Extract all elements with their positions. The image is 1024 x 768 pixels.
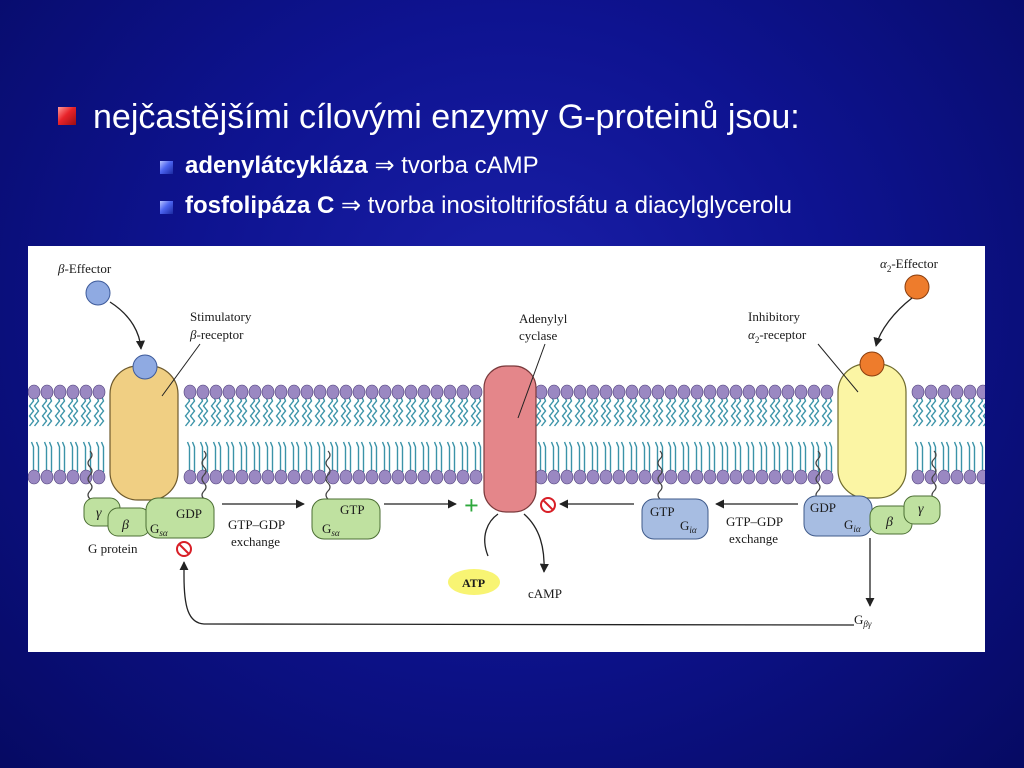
svg-text:GTP–GDP: GTP–GDP	[228, 517, 285, 532]
svg-text:Giα: Giα	[680, 518, 697, 535]
plus-icon: +	[464, 491, 479, 520]
implies-arrow: ⇒	[341, 192, 362, 219]
stim-label-1: Stimulatory	[190, 309, 252, 324]
svg-text:exchange: exchange	[231, 534, 280, 549]
inhibit-icon	[176, 541, 192, 557]
beta-effector-free	[85, 280, 111, 306]
g-protein-right	[803, 495, 941, 537]
inh-label-1: Inhibitory	[748, 309, 800, 324]
svg-text:β: β	[885, 515, 893, 530]
sub-bullet-1-bold: adenylátcykláza	[185, 152, 368, 179]
svg-text:β-receptor: β-receptor	[189, 327, 244, 342]
svg-text:GTP: GTP	[650, 504, 675, 519]
signaling-diagram: + β-Effector Stimulatory β-receptor Aden…	[27, 246, 990, 652]
svg-text:Gsα: Gsα	[150, 521, 168, 538]
svg-text:GTP: GTP	[340, 502, 365, 517]
svg-text:β: β	[121, 518, 129, 533]
gi-alpha-gtp	[641, 498, 709, 540]
adenylyl-label-2: cyclase	[519, 328, 557, 343]
implies-arrow: ⇒	[374, 152, 395, 179]
svg-text:GDP: GDP	[176, 506, 202, 521]
square-bullet-blue-icon	[160, 161, 173, 174]
svg-text:GTP–GDP: GTP–GDP	[726, 514, 783, 529]
alpha2-effector-bound	[859, 351, 885, 377]
stimulatory-beta-receptor	[109, 365, 179, 501]
sub-bullet-2-bold: fosfolipáza C	[185, 192, 335, 219]
svg-text:γ: γ	[96, 506, 102, 521]
gs-alpha-gtp	[311, 498, 381, 540]
beta-effector-bound	[132, 354, 158, 380]
square-bullet-blue-icon	[160, 201, 173, 214]
svg-text:Giα: Giα	[844, 517, 861, 534]
sub-bullet-2-rest: tvorba inositoltrifosfátu a diacylglycer…	[367, 192, 793, 219]
atp-label: ATP	[462, 576, 485, 590]
camp-label: cAMP	[528, 586, 562, 601]
adenylyl-cyclase	[483, 365, 537, 513]
g-protein-label: G protein	[88, 541, 138, 556]
square-bullet-red-icon	[58, 107, 76, 125]
svg-text:Gsα: Gsα	[322, 521, 340, 538]
svg-text:α2-Effector: α2-Effector	[880, 256, 939, 274]
g-protein-left	[83, 497, 215, 539]
inhibitory-alpha2-receptor	[837, 363, 907, 499]
svg-text:Gβγ: Gβγ	[854, 612, 872, 629]
svg-text:β-Effector: β-Effector	[57, 261, 112, 276]
adenylyl-label-1: Adenylyl	[519, 311, 568, 326]
svg-text:γ: γ	[918, 502, 924, 517]
svg-text:α2-receptor: α2-receptor	[748, 327, 807, 345]
svg-text:GDP: GDP	[810, 500, 836, 515]
alpha2-effector-free	[904, 274, 930, 300]
sub-bullet-1-rest: tvorba cAMP	[401, 152, 539, 179]
inhibit-icon	[540, 497, 556, 513]
main-bullet-text: nejčastějšími cílovými enzymy G-proteinů…	[93, 98, 800, 136]
lipid-bilayer	[27, 384, 990, 485]
atp-highlight	[448, 569, 500, 595]
svg-text:exchange: exchange	[729, 531, 778, 546]
